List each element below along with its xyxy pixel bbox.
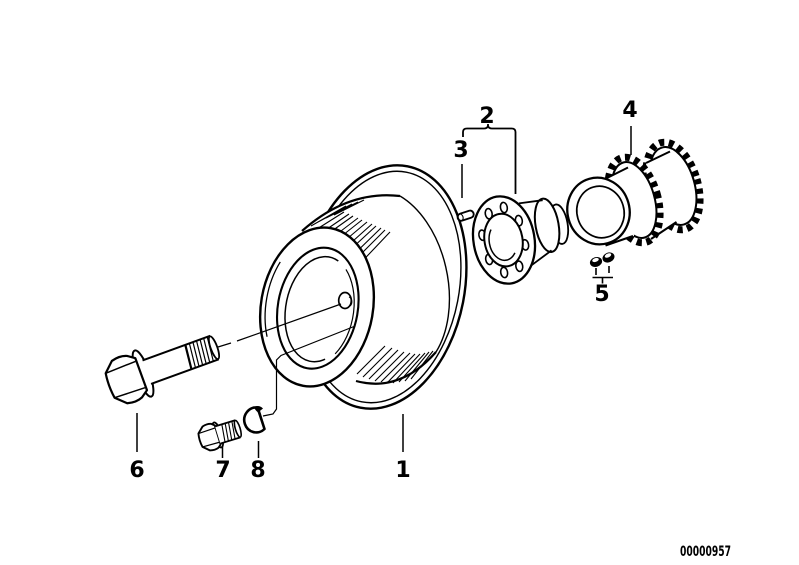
small-bolt-facets: [198, 427, 221, 448]
hub-bore-chamfer: [488, 229, 516, 262]
dowel-pin-body: [456, 209, 475, 222]
callout-4[interactable]: 4: [622, 98, 637, 123]
callout-8[interactable]: 8: [250, 458, 265, 483]
pulley-front-ring-inner-contour: [264, 261, 281, 337]
hub-bolt-holes: [478, 201, 530, 279]
key-top-shade: [254, 406, 263, 413]
bolt-hex-head: [104, 354, 149, 405]
keeper-shim-left-face: [592, 257, 599, 263]
callout-7[interactable]: 7: [215, 458, 230, 483]
sprocket-assembly: [566, 138, 704, 247]
key-inner-line: [258, 411, 265, 426]
callout-6[interactable]: 6: [129, 458, 144, 483]
pulley-drum-top-edge: [301, 194, 401, 232]
keeper-shim-left: [589, 257, 603, 267]
pulley-bore-edge: [275, 246, 360, 370]
vibration-damper-pulley: [258, 164, 468, 410]
bolt-shaft: [142, 334, 220, 385]
pulley-bore-chamfer: [284, 255, 339, 363]
keeper-shims: [589, 252, 615, 267]
callout-1[interactable]: 1: [395, 458, 410, 483]
small-bolt-tip: [233, 419, 243, 438]
leader-bracket-5: [592, 266, 613, 284]
callout-5[interactable]: 5: [594, 282, 609, 307]
woodruff-key: [242, 406, 266, 434]
pulley-bore-far-wall: [334, 269, 355, 355]
pulley-center-hole: [337, 291, 353, 310]
hub-flange: [471, 195, 570, 285]
pulley-center-hole-thread: [348, 296, 353, 307]
leader-bracket-2: [462, 124, 517, 194]
small-bolt-shaft: [214, 419, 241, 445]
bolt-shaft-fill: [142, 335, 219, 384]
keeper-shim-right-face: [604, 253, 612, 258]
small-bolt: [197, 419, 243, 452]
bolt-threads: [184, 337, 214, 370]
dowel-pin-end: [457, 213, 464, 222]
pulley-drum-bottom-edge: [355, 351, 437, 385]
key-pointer-line: [262, 325, 355, 417]
document-number: 00000957: [680, 544, 731, 560]
small-bolt-threads: [221, 421, 236, 442]
keeper-shim-right: [602, 252, 615, 263]
assembly-axis-line: [217, 303, 342, 348]
bolt-tip: [207, 335, 221, 360]
callout-3[interactable]: 3: [453, 138, 468, 163]
bolt-hex-facets: [105, 360, 146, 399]
sprocket-front-rim: [575, 185, 626, 239]
crankshaft-bolt: [104, 334, 221, 405]
pulley-drum-rear-junction: [399, 195, 451, 353]
pulley-front-ring: [258, 226, 376, 388]
hub-rear-cylinder: [533, 197, 561, 253]
dowel-pin: [456, 209, 475, 222]
callout-2[interactable]: 2: [479, 104, 494, 129]
